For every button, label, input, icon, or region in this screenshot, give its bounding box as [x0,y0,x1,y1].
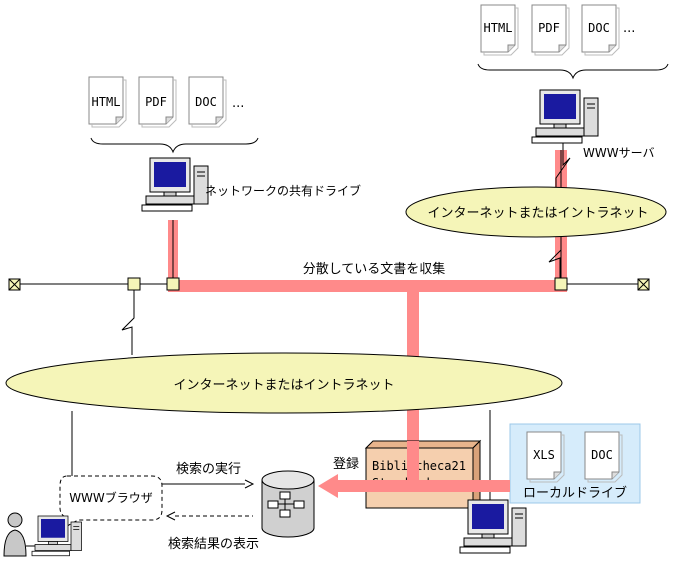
svg-text:PDF: PDF [538,21,560,35]
browser-callout [58,475,163,532]
www-server-pc [531,89,599,144]
svg-text:DOC: DOC [591,448,613,462]
server-doc-pdf: PDF [531,4,570,56]
local-doc-doc: DOC [584,431,623,483]
shared-doc-doc: DOC [188,76,227,128]
user-icon [3,512,40,557]
server-wan-link [555,143,571,193]
local-doc-xls: XLS [526,431,565,483]
shared-drive-pc [141,157,209,212]
user-pc [31,515,82,557]
browser-label: WWWブラウザ [69,490,153,505]
server-doc-doc: DOC [581,4,620,56]
www-server-label: WWWサーバ [583,146,654,160]
lan-node-shared [166,277,180,291]
collect-label: 分散している文書を収集 [303,261,446,277]
shared-doc-ellipsis: ... [232,96,244,111]
svg-text:DOC: DOC [588,21,610,35]
intranet-cloud-large-label: インターネットまたはイントラネット [173,378,394,393]
svg-text:PDF: PDF [145,95,167,109]
svg-text:XLS: XLS [533,448,555,462]
database-icon [261,470,315,538]
server-doc-html: HTML [480,4,519,56]
shared-doc-html: HTML [88,76,127,128]
register-arrow [318,448,510,498]
shared-drive-label: ネットワークの共有ドライブ [205,183,361,198]
svg-text:HTML: HTML [92,95,121,109]
svg-text:HTML: HTML [484,21,513,35]
local-drive-label: ローカルドライブ [523,485,627,501]
intranet-cloud-small [405,186,667,238]
search-result-arrow [165,511,253,521]
search-exec-label: 検索の実行 [176,461,241,477]
lan-node-left [127,277,141,291]
shared-doc-pdf: PDF [138,76,177,128]
bibliotheca-box [364,439,482,510]
local-pc [459,499,527,554]
search-exec-arrow [160,479,255,489]
intranet-cloud-small-label: インターネットまたはイントラネット [427,206,648,221]
server-docs-brace [477,63,669,80]
server-doc-ellipsis: ... [623,21,635,36]
left-wan-link [121,290,135,355]
svg-text:DOC: DOC [195,95,217,109]
search-result-label: 検索結果の表示 [168,537,259,552]
lan-node-server [554,277,568,291]
intranet-cloud-large [5,352,563,414]
shared-docs-brace [90,137,259,154]
cloud-lan-link [548,237,562,280]
register-label: 登録 [333,457,359,472]
